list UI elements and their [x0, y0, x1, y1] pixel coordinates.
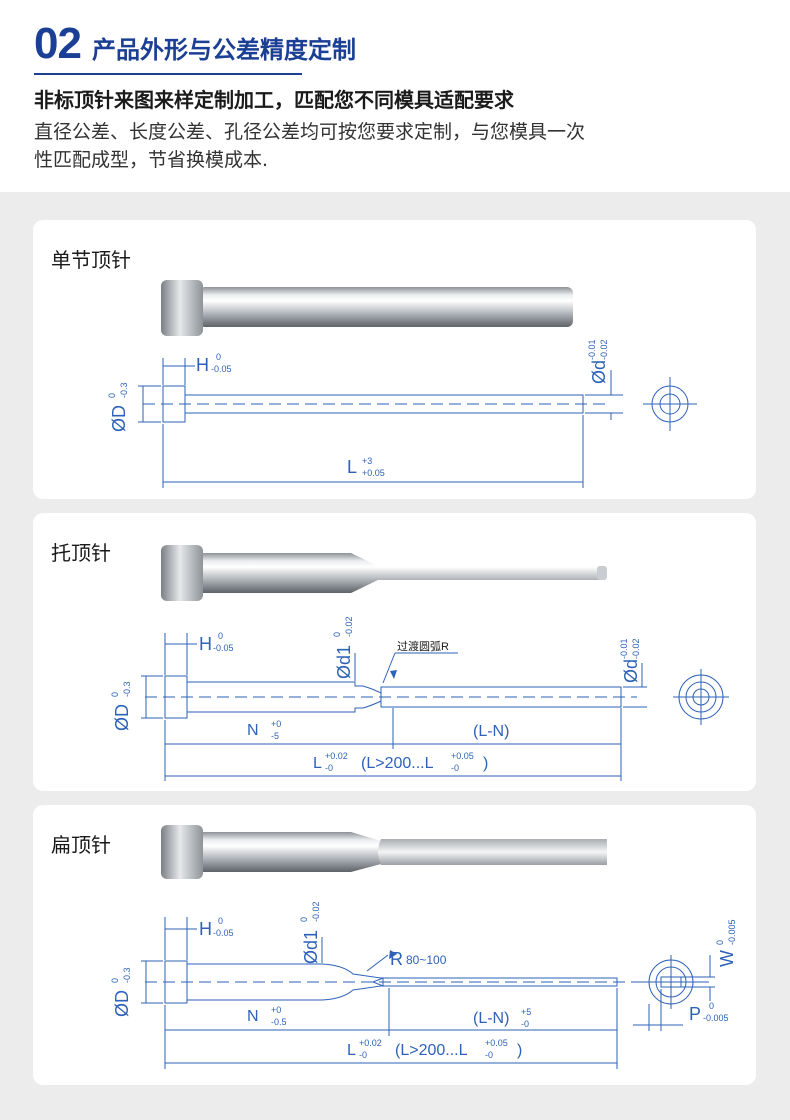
- d-inner-lower-tol: -0.02: [599, 339, 609, 360]
- pin-photo: [161, 545, 607, 601]
- section-number: 02: [34, 19, 82, 68]
- condition-upper-tol: +0.05: [451, 751, 474, 761]
- pin-drawing: [141, 633, 729, 781]
- d-inner-label: Ød: [589, 360, 609, 384]
- section-title: 产品外形与公差精度定制: [92, 36, 356, 64]
- d1-upper-tol: 0: [299, 917, 309, 922]
- d1-label: Ød1: [301, 930, 321, 964]
- d-outer-lower-tol: -0.3: [122, 967, 132, 983]
- d1-label: Ød1: [334, 645, 354, 679]
- w-lower-tol: -0.005: [727, 919, 737, 945]
- l-lower-tol: -0: [359, 1050, 367, 1060]
- l-upper-tol: +3: [362, 456, 372, 466]
- description: 直径公差、长度公差、孔径公差均可按您要求定制，与您模具一次 性匹配成型，节省换模…: [34, 118, 754, 174]
- d-inner-upper-tol: -0.01: [587, 339, 597, 360]
- d-outer-label: ØD: [112, 990, 132, 1017]
- h-upper-tol: 0: [218, 916, 223, 926]
- description-line-1: 直径公差、长度公差、孔径公差均可按您要求定制，与您模具一次: [34, 121, 586, 143]
- h-label: H: [199, 634, 212, 654]
- r-label: R: [390, 949, 403, 969]
- l-upper-tol: +0.02: [359, 1038, 382, 1048]
- d-inner-upper-tol: -0.01: [619, 638, 629, 659]
- d-outer-lower-tol: -0.3: [119, 382, 129, 398]
- n-upper-tol: +0: [271, 1005, 281, 1015]
- l-upper-tol: +0.02: [325, 751, 348, 761]
- h-upper-tol: 0: [216, 352, 221, 362]
- condition-lower-tol: -0: [485, 1050, 493, 1060]
- h-lower-tol: -0.05: [211, 364, 232, 374]
- n-label: N: [247, 722, 259, 739]
- single-pin-diagram: H 0 -0.05 ØD 0 -0.3 L +3 +0.05 Ød -0.01 …: [107, 280, 697, 488]
- title-underline: [34, 73, 302, 75]
- n-lower-tol: -5: [271, 731, 279, 741]
- d-outer-label: ØD: [109, 405, 129, 432]
- single-pin-name: 单节顶针: [51, 248, 131, 272]
- arc-label: 过渡圆弧R: [397, 639, 449, 653]
- h-lower-tol: -0.05: [213, 928, 234, 938]
- condition-close: ): [517, 1042, 522, 1059]
- p-label: P: [689, 1004, 701, 1024]
- flat-pin-labels: H 0 -0.05 ØD 0 -0.3 Ød1 0 -0.02 R 80~100…: [110, 901, 737, 1060]
- stepped-pin-labels: H 0 -0.05 ØD 0 -0.3 Ød1 0 -0.02 过渡圆弧R Ød…: [110, 616, 641, 773]
- condition-close: ): [483, 755, 488, 772]
- w-upper-tol: 0: [715, 940, 725, 945]
- h-label: H: [196, 355, 209, 375]
- h-upper-tol: 0: [218, 631, 223, 641]
- l-minus-n-lower-tol: -0: [521, 1019, 529, 1029]
- d1-lower-tol: -0.02: [311, 901, 321, 922]
- length-condition: (L>200...L: [361, 755, 434, 772]
- l-lower-tol: +0.05: [362, 468, 385, 478]
- pin-photo: [161, 280, 573, 336]
- d-outer-upper-tol: 0: [110, 978, 120, 983]
- pin-drawing: [138, 358, 697, 488]
- card-flat-pin: H 0 -0.05 ØD 0 -0.3 Ød1 0 -0.02 R 80~100…: [33, 805, 756, 1085]
- header: 02 产品外形与公差精度定制 非标顶针来图来样定制加工，匹配您不同模具适配要求 …: [0, 0, 790, 192]
- d-outer-upper-tol: 0: [107, 393, 117, 398]
- n-lower-tol: -0.5: [271, 1017, 287, 1027]
- d1-upper-tol: 0: [332, 632, 342, 637]
- d-inner-label: Ød: [621, 659, 641, 683]
- d-outer-lower-tol: -0.3: [122, 681, 132, 697]
- l-lower-tol: -0: [325, 763, 333, 773]
- w-label: W: [717, 950, 737, 967]
- l-minus-n-label: (L-N): [473, 1010, 509, 1027]
- length-condition: (L>200...L: [395, 1042, 468, 1059]
- description-line-2: 性匹配成型，节省换模成本.: [34, 149, 269, 171]
- condition-upper-tol: +0.05: [485, 1038, 508, 1048]
- flat-pin-name: 扁顶针: [51, 833, 111, 857]
- stepped-pin-name: 托顶针: [51, 541, 111, 565]
- condition-lower-tol: -0: [451, 763, 459, 773]
- pin-drawing: [141, 917, 715, 1069]
- card-stepped-pin: H 0 -0.05 ØD 0 -0.3 Ød1 0 -0.02 过渡圆弧R Ød…: [33, 513, 756, 791]
- pin-photo: [161, 825, 607, 879]
- subtitle: 非标顶针来图来样定制加工，匹配您不同模具适配要求: [34, 88, 514, 112]
- p-lower-tol: -0.005: [703, 1013, 729, 1023]
- stepped-pin-diagram: H 0 -0.05 ØD 0 -0.3 Ød1 0 -0.02 过渡圆弧R Ød…: [110, 545, 729, 781]
- n-upper-tol: +0: [271, 719, 281, 729]
- d-outer-label: ØD: [112, 704, 132, 731]
- card-single-pin: H 0 -0.05 ØD 0 -0.3 L +3 +0.05 Ød -0.01 …: [33, 220, 756, 499]
- l-label: L: [313, 755, 322, 772]
- l-label: L: [347, 457, 357, 477]
- l-minus-n-label: (L-N): [473, 723, 509, 740]
- d1-lower-tol: -0.02: [344, 616, 354, 637]
- h-label: H: [199, 919, 212, 939]
- single-pin-labels: H 0 -0.05 ØD 0 -0.3 L +3 +0.05 Ød -0.01 …: [107, 339, 609, 478]
- p-upper-tol: 0: [709, 1001, 714, 1011]
- n-label: N: [247, 1008, 259, 1025]
- r-range: 80~100: [406, 953, 447, 967]
- h-lower-tol: -0.05: [213, 643, 234, 653]
- l-minus-n-upper-tol: +5: [521, 1007, 531, 1017]
- flat-pin-diagram: H 0 -0.05 ØD 0 -0.3 Ød1 0 -0.02 R 80~100…: [110, 825, 737, 1069]
- d-inner-lower-tol: -0.02: [631, 638, 641, 659]
- l-label: L: [347, 1042, 356, 1059]
- d-outer-upper-tol: 0: [110, 692, 120, 697]
